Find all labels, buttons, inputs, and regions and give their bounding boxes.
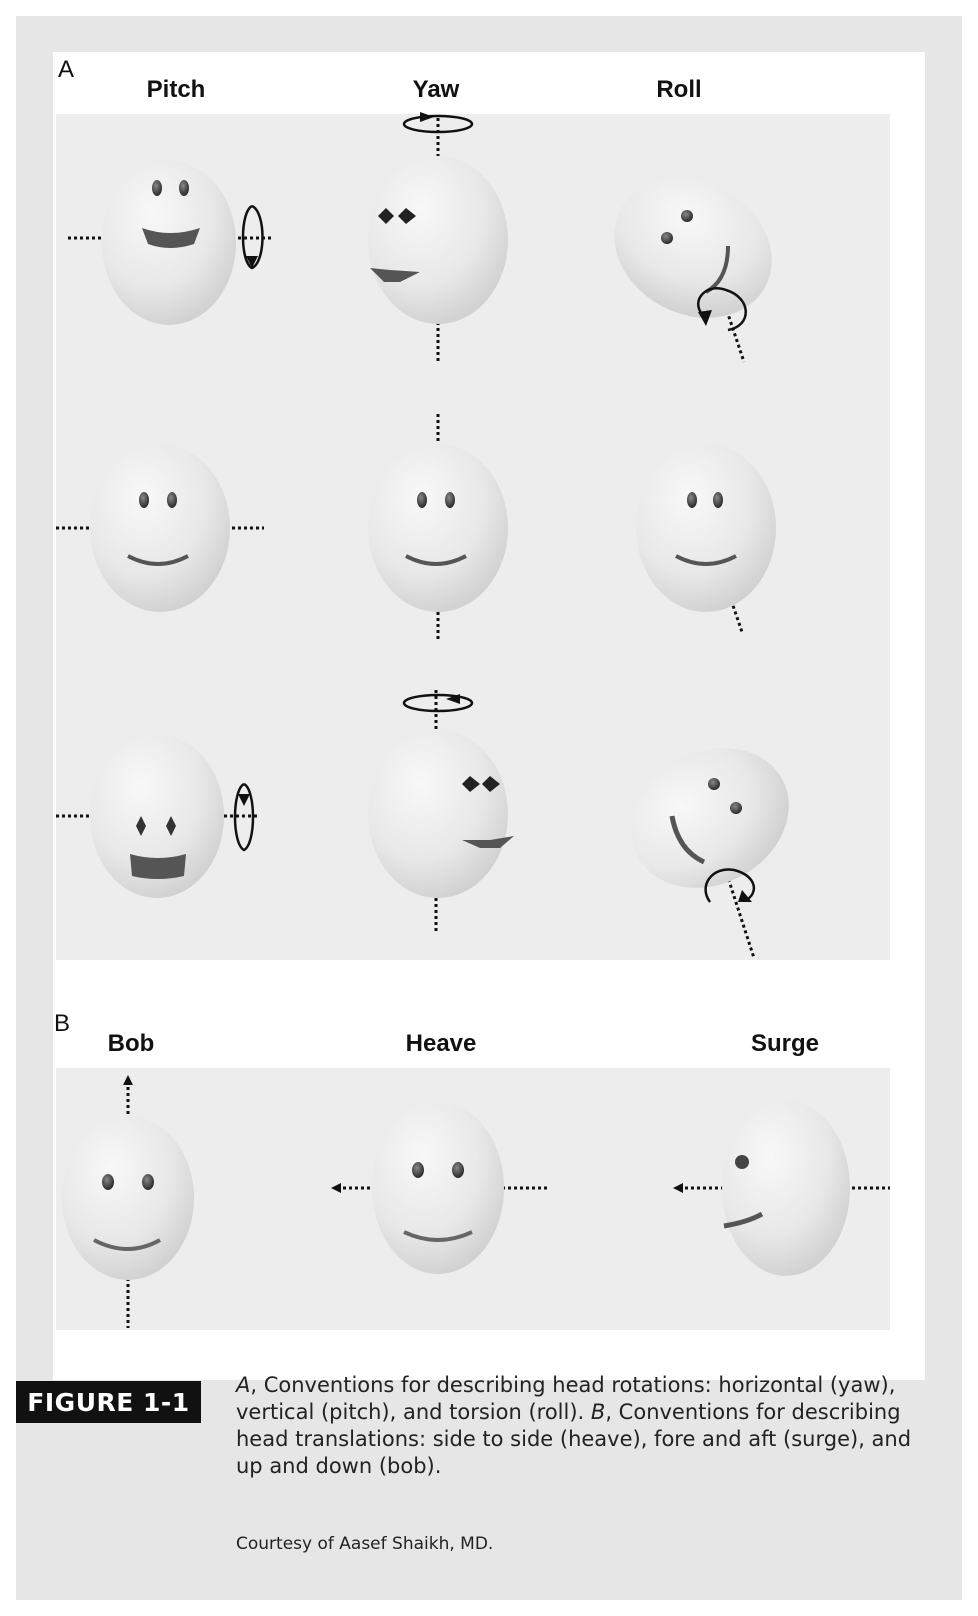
arrowhead-icon <box>698 310 712 326</box>
eye-icon <box>452 1162 464 1178</box>
eye-icon <box>735 1155 749 1169</box>
mouth-icon <box>130 854 186 879</box>
arrowhead-icon <box>246 256 258 268</box>
eye-icon <box>136 816 146 836</box>
head-roll-right <box>631 748 789 888</box>
eye-icon <box>687 492 697 508</box>
mouth-icon <box>127 554 189 566</box>
head-neutral-yaw <box>368 444 508 612</box>
eye-icon <box>445 492 455 508</box>
mouth-icon <box>675 554 737 566</box>
column-label-surge: Surge <box>750 1030 820 1057</box>
head-yaw-left <box>368 156 508 324</box>
eye-icon <box>378 208 394 224</box>
head-bob <box>62 1116 194 1280</box>
column-label-yaw: Yaw <box>412 76 460 103</box>
roll-rotation-arrow-icon <box>697 287 747 332</box>
figure-caption: A, Conventions for describing head rotat… <box>236 1372 926 1480</box>
figure-tag: FIGURE 1-1 <box>16 1381 201 1423</box>
arrowhead-icon <box>446 694 460 704</box>
caption-letter-b: B <box>590 1400 606 1424</box>
mouth-icon <box>405 554 467 566</box>
arrowhead-icon <box>238 794 250 806</box>
eye-icon <box>681 210 693 222</box>
arrowhead-icon <box>420 112 434 122</box>
head-surge <box>722 1100 850 1276</box>
eye-icon <box>482 776 500 792</box>
yaw-rotation-arrow-icon <box>402 114 474 134</box>
head-pitch-down <box>90 734 224 898</box>
panel-b-letter: B <box>54 1010 71 1037</box>
mouth-icon <box>93 1238 161 1251</box>
head-neutral-pitch <box>90 444 230 612</box>
head-heave <box>372 1102 504 1274</box>
eye-icon <box>462 776 480 792</box>
column-label-pitch: Pitch <box>146 76 206 103</box>
eye-icon <box>398 208 416 224</box>
column-label-heave: Heave <box>405 1030 477 1057</box>
eye-icon <box>412 1162 424 1178</box>
caption-letter-a: A <box>236 1373 251 1397</box>
mouth-icon <box>403 1230 473 1242</box>
eye-icon <box>661 232 673 244</box>
eye-icon <box>102 1174 114 1190</box>
mouth-icon <box>370 268 420 282</box>
mouth-icon <box>462 836 514 848</box>
caption-text-b: , Conventions for describing head transl… <box>236 1400 912 1478</box>
eye-icon <box>708 778 720 790</box>
mouth-icon <box>723 1211 764 1229</box>
eye-icon <box>730 802 742 814</box>
mouth-icon <box>669 815 706 865</box>
panel-a-letter: A <box>58 56 75 83</box>
caption-text-a: , Conventions for describing head rotati… <box>236 1373 896 1424</box>
column-label-roll: Roll <box>656 76 702 103</box>
head-neutral-roll <box>636 444 776 612</box>
mouth-icon <box>142 228 200 248</box>
eye-icon <box>713 492 723 508</box>
yaw-rotation-arrow-icon-2 <box>402 693 474 713</box>
arrowhead-icon <box>738 890 752 902</box>
eye-icon <box>139 492 149 508</box>
column-label-bob: Bob <box>107 1030 155 1057</box>
eye-icon <box>142 1174 154 1190</box>
eye-icon <box>167 492 177 508</box>
head-roll-left <box>614 178 772 318</box>
roll-rotation-arrow-icon-2 <box>704 868 756 903</box>
eye-icon <box>152 180 162 196</box>
pitch-rotation-arrow-icon-2 <box>233 782 255 852</box>
eye-icon <box>179 180 189 196</box>
head-yaw-right <box>368 730 508 898</box>
figure-credit: Courtesy of Aasef Shaikh, MD. <box>236 1534 494 1554</box>
eye-icon <box>417 492 427 508</box>
eye-icon <box>166 816 176 836</box>
